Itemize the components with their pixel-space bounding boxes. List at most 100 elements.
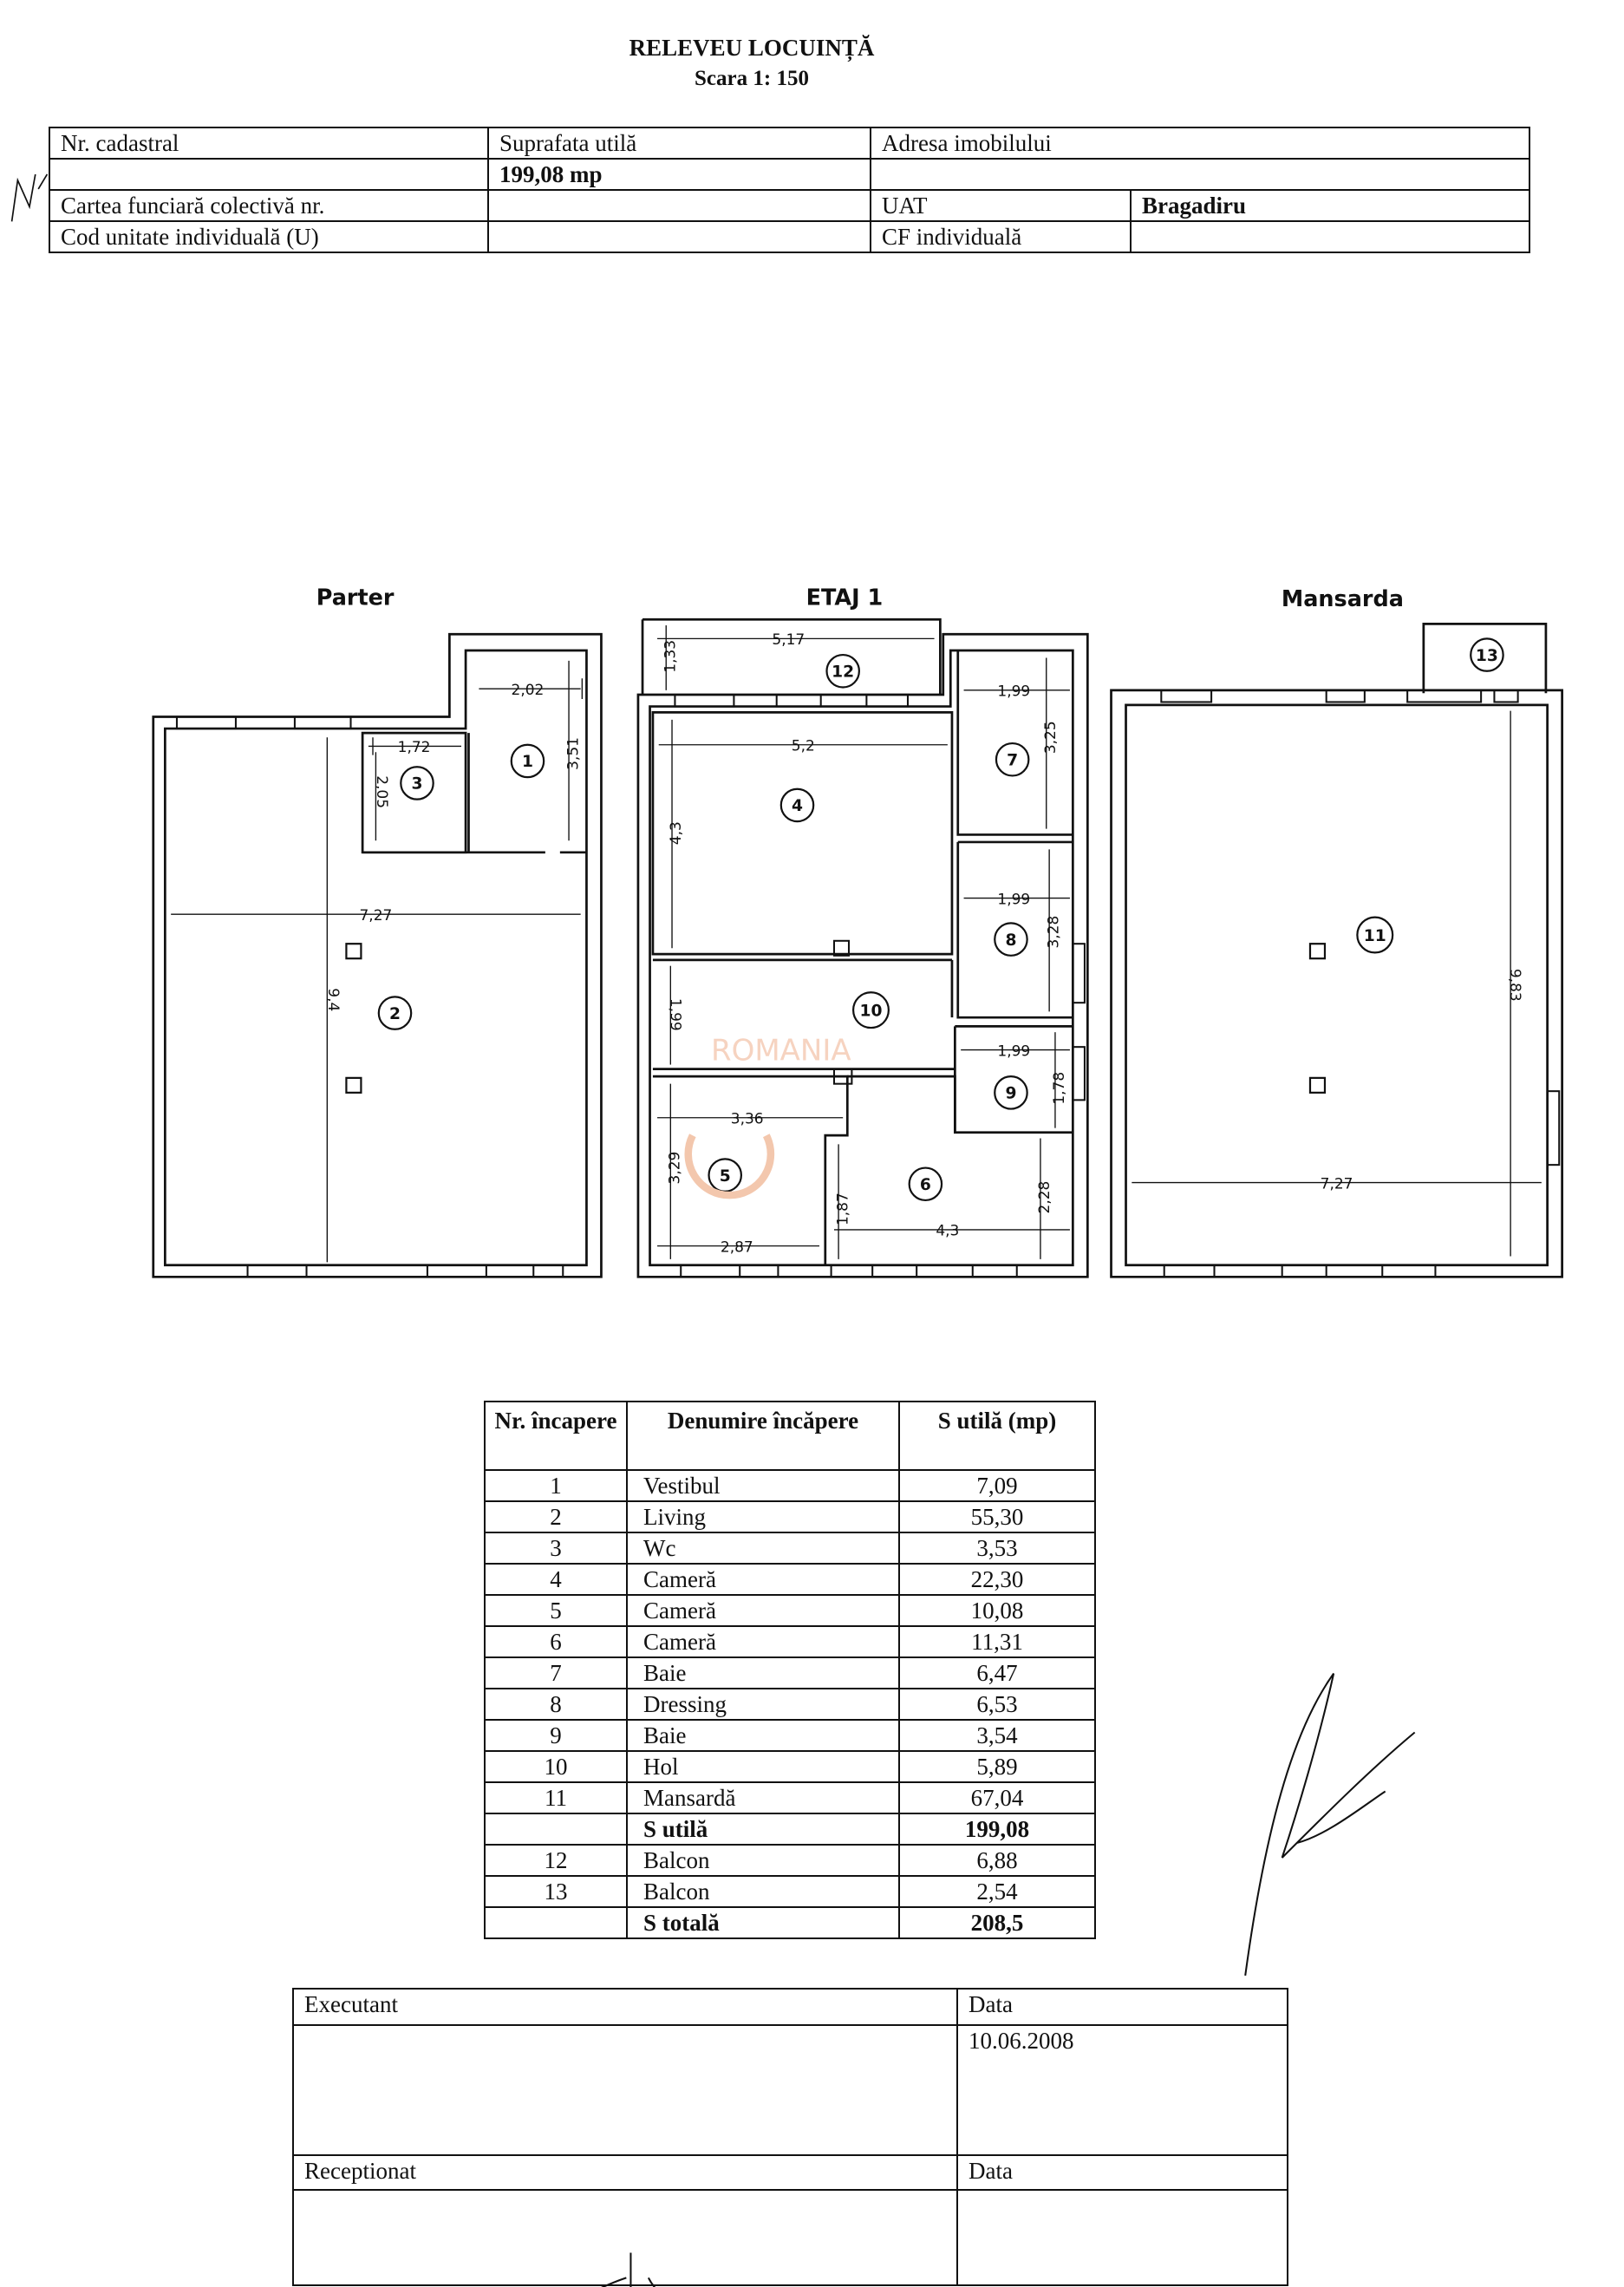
room-number-cell: 3 xyxy=(484,1532,628,1565)
room-number-6: 6 xyxy=(920,1176,931,1194)
cf-individuala-value xyxy=(1130,220,1530,253)
room-number-5: 5 xyxy=(720,1167,731,1186)
adresa-value xyxy=(870,158,1530,191)
room-area-cell: 10,08 xyxy=(898,1594,1096,1627)
watermark-logo xyxy=(684,1134,775,1199)
room-name-cell: Cameră xyxy=(626,1563,900,1596)
suprafata-value: 199,08 mp xyxy=(487,158,871,191)
watermark-text: ROMANIA xyxy=(711,1033,851,1068)
room-name-cell: Baie xyxy=(626,1656,900,1689)
etaj1-dim: 3,29 xyxy=(667,1152,684,1185)
room-area-cell: 6,53 xyxy=(898,1688,1096,1721)
room-area-cell: 3,53 xyxy=(898,1532,1096,1565)
etaj1-dim: 3,36 xyxy=(731,1111,764,1128)
etaj1-windows xyxy=(674,693,1086,1278)
etaj1-dim: 1,99 xyxy=(997,891,1030,908)
signatures-table: Executant Data 10.06.2008 Receptionat Da… xyxy=(292,1988,1288,2286)
nr-cadastral-label: Nr. cadastral xyxy=(49,127,489,160)
room-number-cell xyxy=(484,1906,628,1939)
data-label-2: Data xyxy=(956,2154,1288,2191)
etaj1-dimensions: 5,17 1,33 5,2 4,3 1,99 3,25 1,99 3,28 1,… xyxy=(662,631,1068,1256)
parter-windows xyxy=(175,716,564,1278)
property-info-table: Nr. cadastral Suprafata utilă Adresa imo… xyxy=(49,127,1530,253)
room-number-cell: 10 xyxy=(484,1750,628,1783)
parter-walls xyxy=(152,632,603,1278)
cf-individuala-label: CF individuală xyxy=(870,220,1132,253)
room-area-cell: 208,5 xyxy=(898,1906,1096,1939)
rooms-table: Nr. încapere Denumire încăpere S utilă (… xyxy=(484,1401,1096,1939)
parter-room-markers xyxy=(345,743,545,1094)
room-area-cell: 5,89 xyxy=(898,1750,1096,1783)
room-number-3: 3 xyxy=(411,775,422,794)
etaj1-room-markers xyxy=(708,653,1030,1202)
cod-unitate-value xyxy=(487,220,871,253)
etaj1-dim: 5,17 xyxy=(772,631,805,649)
room-number-cell: 11 xyxy=(484,1781,628,1814)
room-number-4: 4 xyxy=(792,797,803,815)
carte-funciara-label: Cartea funciară colectivă nr. xyxy=(49,189,489,222)
room-number-12: 12 xyxy=(832,663,854,682)
etaj1-dim: 1,78 xyxy=(1051,1072,1068,1105)
room-number-2: 2 xyxy=(389,1005,401,1023)
receptionat-date xyxy=(956,2189,1288,2286)
room-number-cell: 6 xyxy=(484,1625,628,1658)
room-name-cell: Hol xyxy=(626,1750,900,1783)
margin-scribble xyxy=(10,173,49,222)
cod-unitate-label: Cod unitate individuală (U) xyxy=(49,220,489,253)
etaj1-dim: 3,28 xyxy=(1045,916,1062,949)
room-number-11: 11 xyxy=(1364,927,1386,945)
room-name-cell: Wc xyxy=(626,1532,900,1565)
room-name-cell: Dressing xyxy=(626,1688,900,1721)
carte-funciara-value xyxy=(487,189,871,222)
etaj1-dim: 4,3 xyxy=(668,821,685,845)
room-area-cell: 6,47 xyxy=(898,1656,1096,1689)
executant-label: Executant xyxy=(292,1988,958,2026)
room-name-cell: Living xyxy=(626,1500,900,1533)
room-area-cell: 6,88 xyxy=(898,1844,1096,1877)
parter-dim: 3,51 xyxy=(564,737,582,770)
room-number-cell: 9 xyxy=(484,1719,628,1752)
nr-cadastral-value xyxy=(49,158,489,191)
room-area-cell: 2,54 xyxy=(898,1875,1096,1908)
mansarda-windows xyxy=(1160,689,1561,1278)
room-number-13: 13 xyxy=(1476,647,1498,665)
parter-dim: 9,4 xyxy=(324,988,342,1011)
etaj1-dim: 1,99 xyxy=(997,1042,1030,1060)
room-name-cell: Balcon xyxy=(626,1875,900,1908)
column-header-name: Denumire încăpere xyxy=(626,1401,900,1471)
room-area-cell: 55,30 xyxy=(898,1500,1096,1533)
room-number-9: 9 xyxy=(1005,1085,1016,1103)
room-name-cell: Cameră xyxy=(626,1625,900,1658)
room-name-cell: Mansardă xyxy=(626,1781,900,1814)
etaj1-dim: 3,25 xyxy=(1042,721,1060,754)
room-number-7: 7 xyxy=(1007,752,1018,770)
parter-dim: 1,72 xyxy=(398,739,431,756)
mansarda-title: Mansarda xyxy=(1282,586,1404,612)
receptionat-label: Receptionat xyxy=(292,2154,958,2191)
etaj1-dim: 1,33 xyxy=(662,640,679,673)
room-number-cell: 1 xyxy=(484,1469,628,1502)
data-label: Data xyxy=(956,1988,1288,2026)
room-area-cell: 3,54 xyxy=(898,1719,1096,1752)
etaj1-walls xyxy=(636,617,1089,1278)
etaj1-dim: 1,87 xyxy=(834,1193,851,1225)
room-number-cell xyxy=(484,1813,628,1846)
room-name-cell: Cameră xyxy=(626,1594,900,1627)
room-name-cell: Balcon xyxy=(626,1844,900,1877)
room-area-cell: 11,31 xyxy=(898,1625,1096,1658)
room-number-cell: 2 xyxy=(484,1500,628,1533)
etaj1-dim: 4,3 xyxy=(936,1223,959,1240)
